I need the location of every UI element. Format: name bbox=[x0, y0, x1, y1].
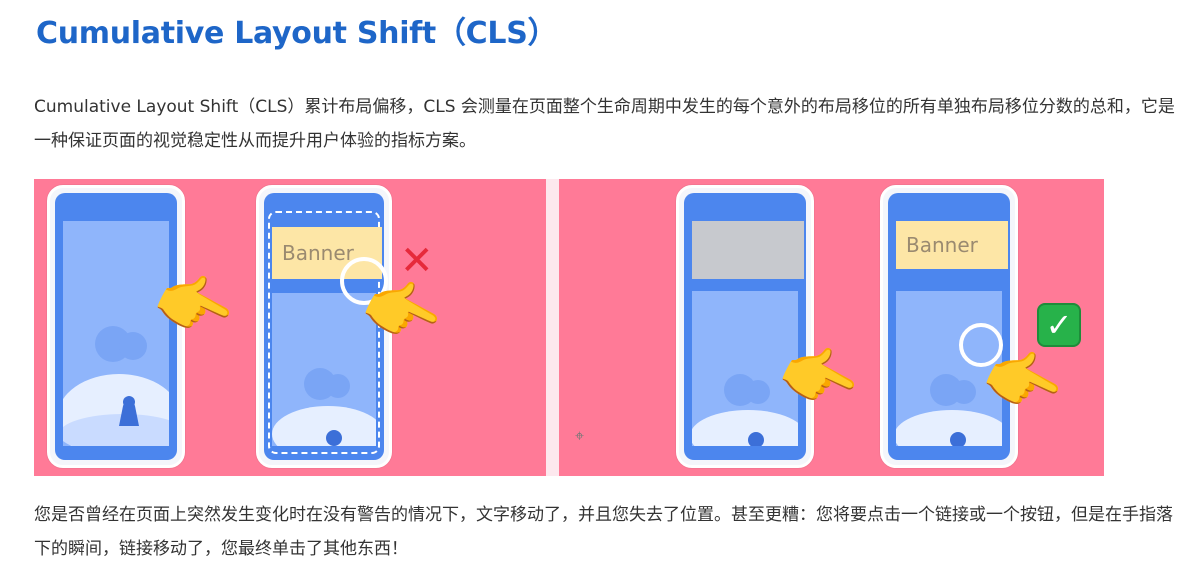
panel-divider bbox=[546, 179, 559, 476]
checkmark-icon: ✓ bbox=[1037, 303, 1081, 347]
phone-screen bbox=[63, 221, 169, 446]
body-paragraph: 您是否曾经在页面上突然发生变化时在没有警告的情况下，文字移动了，并且您失去了位置… bbox=[34, 505, 1173, 559]
phone-screen bbox=[272, 293, 376, 446]
page-title: Cumulative Layout Shift（CLS） bbox=[36, 16, 558, 51]
intro-paragraph: Cumulative Layout Shift（CLS）累计布局偏移，CLS 会… bbox=[34, 97, 1175, 151]
illustration-good-example: 👉 Banner ✓ 👉 bbox=[559, 179, 1104, 476]
tap-ring-icon bbox=[340, 257, 388, 305]
tap-ring-icon bbox=[959, 323, 1003, 367]
landscape-illustration bbox=[272, 368, 376, 446]
phone-frame bbox=[684, 193, 806, 460]
crosshair-cursor-icon: ⌖ bbox=[575, 426, 585, 445]
landscape-illustration bbox=[63, 326, 169, 446]
phone-before bbox=[47, 185, 185, 468]
shift-outline bbox=[268, 211, 380, 454]
landscape-illustration bbox=[692, 374, 798, 446]
banner-inserted: Banner bbox=[272, 227, 382, 279]
phone-screen bbox=[692, 291, 798, 446]
phone-layout-shifted: Banner bbox=[256, 185, 392, 468]
phone-frame bbox=[55, 193, 177, 460]
phone-screen bbox=[896, 291, 1002, 446]
cross-icon: ✕ bbox=[400, 238, 434, 284]
banner-placeholder bbox=[692, 221, 804, 279]
banner-loaded: Banner bbox=[896, 221, 1008, 269]
landscape-illustration bbox=[896, 374, 1002, 446]
illustration-bad-example: 👉 Banner ✕ 👉 bbox=[34, 179, 546, 476]
phone-with-placeholder bbox=[676, 185, 814, 468]
phone-banner-loaded: Banner bbox=[880, 185, 1018, 468]
cls-illustration: 👉 Banner ✕ 👉 bbox=[34, 179, 1104, 476]
phone-frame: Banner bbox=[264, 193, 384, 460]
